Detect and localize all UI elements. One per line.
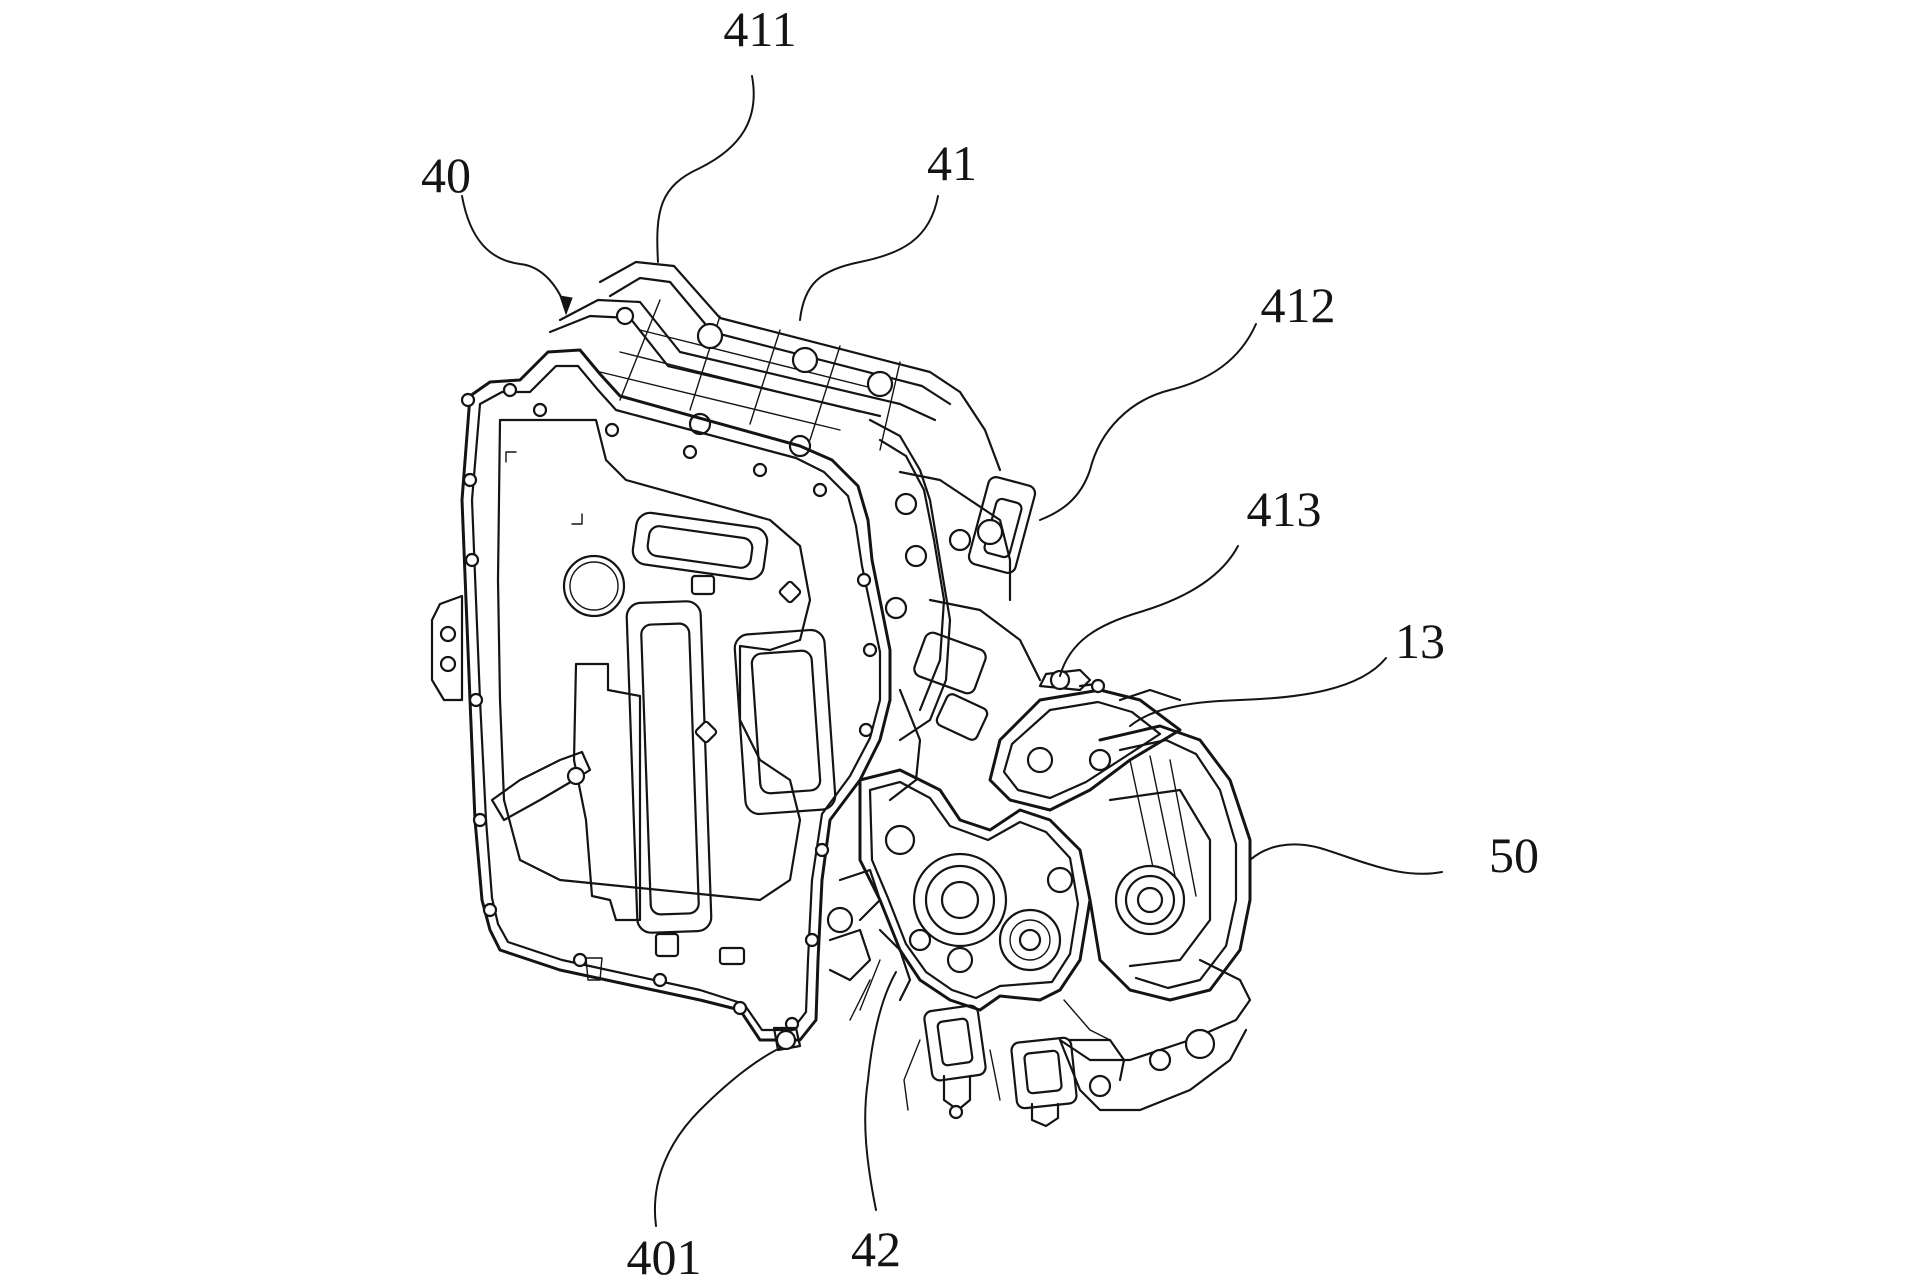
electric-motor: [1058, 724, 1252, 1112]
leader-40: [461, 195, 567, 309]
leader-401: [654, 1047, 781, 1227]
leader-50: [1249, 843, 1443, 875]
mounting-bracket: [988, 668, 1182, 812]
ref-13: 13: [1395, 613, 1445, 669]
ref-412: 412: [1261, 277, 1336, 333]
ref-41: 41: [927, 135, 977, 191]
ref-40: 40: [421, 147, 471, 203]
ref-50: 50: [1489, 827, 1539, 883]
ref-42: 42: [851, 1221, 901, 1277]
leader-13: [1129, 657, 1387, 727]
gearbox-housing: [826, 768, 1092, 1021]
controller-housing: [430, 260, 1002, 1052]
perimeter-bolts: [460, 382, 878, 1032]
side-connectors: [868, 418, 1042, 802]
reference-numerals: 411 40 41 412 413 13 50 401 42: [421, 1, 1539, 1280]
arrowhead-40: [559, 295, 573, 316]
ref-411: 411: [723, 1, 796, 57]
leader-413: [1059, 545, 1239, 677]
leader-41: [799, 195, 939, 321]
leader-42: [864, 971, 897, 1211]
leader-411: [656, 75, 755, 263]
leader-412: [1039, 323, 1257, 521]
lower-connectors: [903, 999, 1111, 1128]
leader-lines: [461, 75, 1443, 1227]
ref-401: 401: [627, 1229, 702, 1280]
ref-413: 413: [1247, 481, 1322, 537]
